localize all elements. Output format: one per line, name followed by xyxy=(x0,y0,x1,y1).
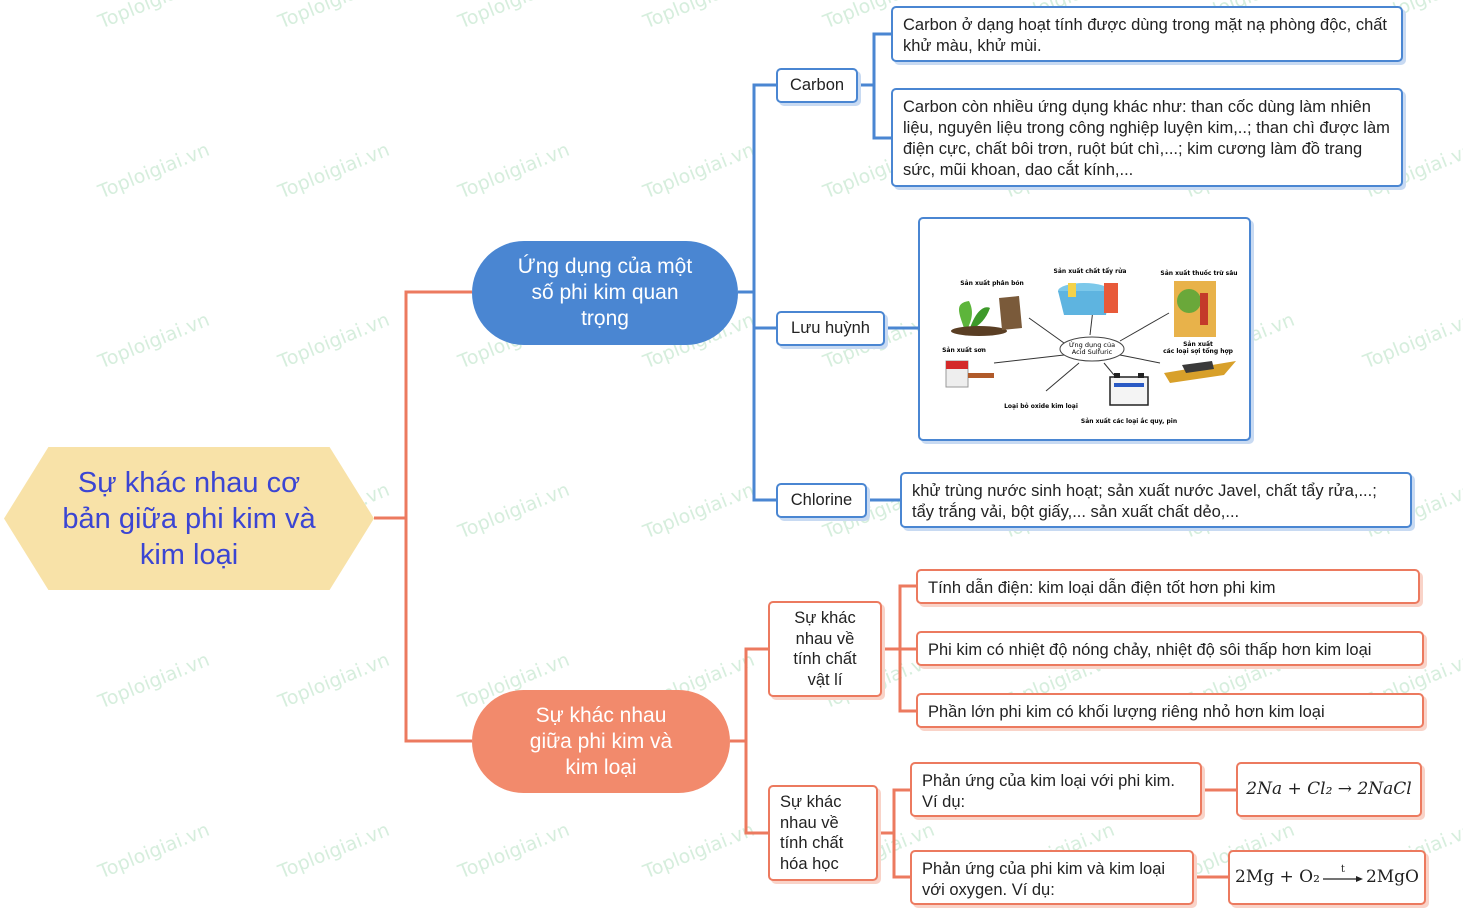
carbon-label: Carbon xyxy=(789,76,845,94)
carbon-item-2[interactable]: Carbon còn nhiều ứng dụng khác như: than… xyxy=(891,88,1403,187)
boat-icon xyxy=(1164,361,1236,383)
label-paint: Sản xuất sơn xyxy=(942,347,986,354)
chemical-node[interactable]: Sự khác nhau về tính chất hóa học xyxy=(768,785,878,881)
sulfur-label: Lưu huỳnh xyxy=(791,319,870,337)
carbon-item-2-text: Carbon còn nhiều ứng dụng khác như: than… xyxy=(903,98,1390,179)
label-oxide: Loại bỏ oxide kim loại xyxy=(1004,403,1078,410)
label-fiber-2: các loại sợi tổng hợp xyxy=(1163,348,1234,355)
battery-icon xyxy=(1109,373,1149,406)
physical-item-2[interactable]: Phi kim có nhiệt độ nóng chảy, nhiệt độ … xyxy=(916,631,1424,666)
chlorine-node[interactable]: Chlorine xyxy=(776,483,867,518)
formula-mg-o-left: 2Mg + O₂ xyxy=(1235,867,1320,887)
chemical-label: Sự khác nhau về tính chất hóa học xyxy=(780,793,844,873)
sulfur-node[interactable]: Lưu huỳnh xyxy=(776,311,885,346)
applications-title: Ứng dụng của một số phi kim quan trọng xyxy=(517,255,693,330)
sulfuric-acid-diagram: Ứng dụng của Acid Sulfuric Sản xuất phân… xyxy=(942,268,1237,425)
chlorine-detail-text: khử trùng nước sinh hoạt; sản xuất nước … xyxy=(912,482,1377,521)
physical-node[interactable]: Sự khác nhau về tính chất vật lí xyxy=(768,601,882,697)
formula-mg-o[interactable]: 2Mg + O₂ t 2MgO xyxy=(1228,850,1426,905)
figure-spokes xyxy=(993,300,1170,392)
carbon-item-1[interactable]: Carbon ở dạng hoạt tính được dùng trong … xyxy=(891,6,1403,62)
label-pesticide: Sản xuất thuốc trừ sâu xyxy=(1160,270,1237,277)
physical-item-3-text: Phần lớn phi kim có khối lượng riêng nhỏ… xyxy=(928,703,1325,721)
physical-item-3[interactable]: Phần lớn phi kim có khối lượng riêng nhỏ… xyxy=(916,693,1424,728)
arrow-right-icon xyxy=(1322,875,1363,882)
physical-item-2-text: Phi kim có nhiệt độ nóng chảy, nhiệt độ … xyxy=(928,641,1372,659)
chemical-item-2[interactable]: Phản ứng của phi kim và kim loại với oxy… xyxy=(910,850,1194,905)
paint-icon xyxy=(945,360,994,388)
label-fertilizer: Sản xuất phân bón xyxy=(960,280,1024,287)
chlorine-detail[interactable]: khử trùng nước sinh hoạt; sản xuất nước … xyxy=(900,472,1412,528)
reaction-arrow: t xyxy=(1322,863,1363,883)
label-battery: Sản xuất các loại ắc quy, pin xyxy=(1081,418,1177,425)
chlorine-label: Chlorine xyxy=(790,491,853,509)
blue-connectors xyxy=(738,32,918,502)
differences-title: Sự khác nhau giữa phi kim và kim loại xyxy=(529,703,673,779)
reaction-condition: t xyxy=(1340,863,1345,875)
formula-na-cl-text: 2Na + Cl₂ → 2NaCl xyxy=(1246,779,1412,799)
physical-item-1[interactable]: Tính dẫn điện: kim loại dẫn điện tốt hơn… xyxy=(916,569,1420,604)
detergent-icon xyxy=(1058,283,1118,315)
physical-item-1-text: Tính dẫn điện: kim loại dẫn điện tốt hơn… xyxy=(928,579,1276,597)
chemical-item-2-text: Phản ứng của phi kim và kim loại với oxy… xyxy=(922,860,1166,899)
applications-node[interactable]: Ứng dụng của một số phi kim quan trọng xyxy=(472,241,738,345)
orange-connectors xyxy=(374,290,1236,879)
physical-label: Sự khác nhau về tính chất vật lí xyxy=(793,609,857,689)
label-detergent: Sản xuất chất tẩy rửa xyxy=(1054,268,1127,275)
fertilizer-icon xyxy=(951,296,1022,336)
chemical-item-1[interactable]: Phản ứng của kim loại với phi kim. Ví dụ… xyxy=(910,762,1202,817)
sulfuric-acid-figure[interactable]: Ứng dụng của Acid Sulfuric Sản xuất phân… xyxy=(918,217,1251,441)
root-title: Sự khác nhau cơ bản giữa phi kim và kim … xyxy=(62,466,316,571)
differences-node[interactable]: Sự khác nhau giữa phi kim và kim loại xyxy=(472,690,730,793)
root-node[interactable]: Sự khác nhau cơ bản giữa phi kim và kim … xyxy=(4,447,374,590)
figure-center-line-1: Ứng dụng của xyxy=(1069,340,1115,349)
figure-center-line-2: Acid Sulfuric xyxy=(1072,348,1113,356)
formula-mg-o-right: 2MgO xyxy=(1365,867,1419,887)
figure-center-ellipse xyxy=(1059,336,1125,362)
carbon-item-1-text: Carbon ở dạng hoạt tính được dùng trong … xyxy=(903,16,1388,55)
carbon-node[interactable]: Carbon xyxy=(776,68,858,103)
formula-na-cl[interactable]: 2Na + Cl₂ → 2NaCl xyxy=(1236,762,1422,817)
pesticide-icon xyxy=(1174,281,1216,337)
chemical-item-1-text: Phản ứng của kim loại với phi kim. Ví dụ… xyxy=(922,772,1175,811)
label-fiber-1: Sản xuất xyxy=(1183,341,1213,348)
